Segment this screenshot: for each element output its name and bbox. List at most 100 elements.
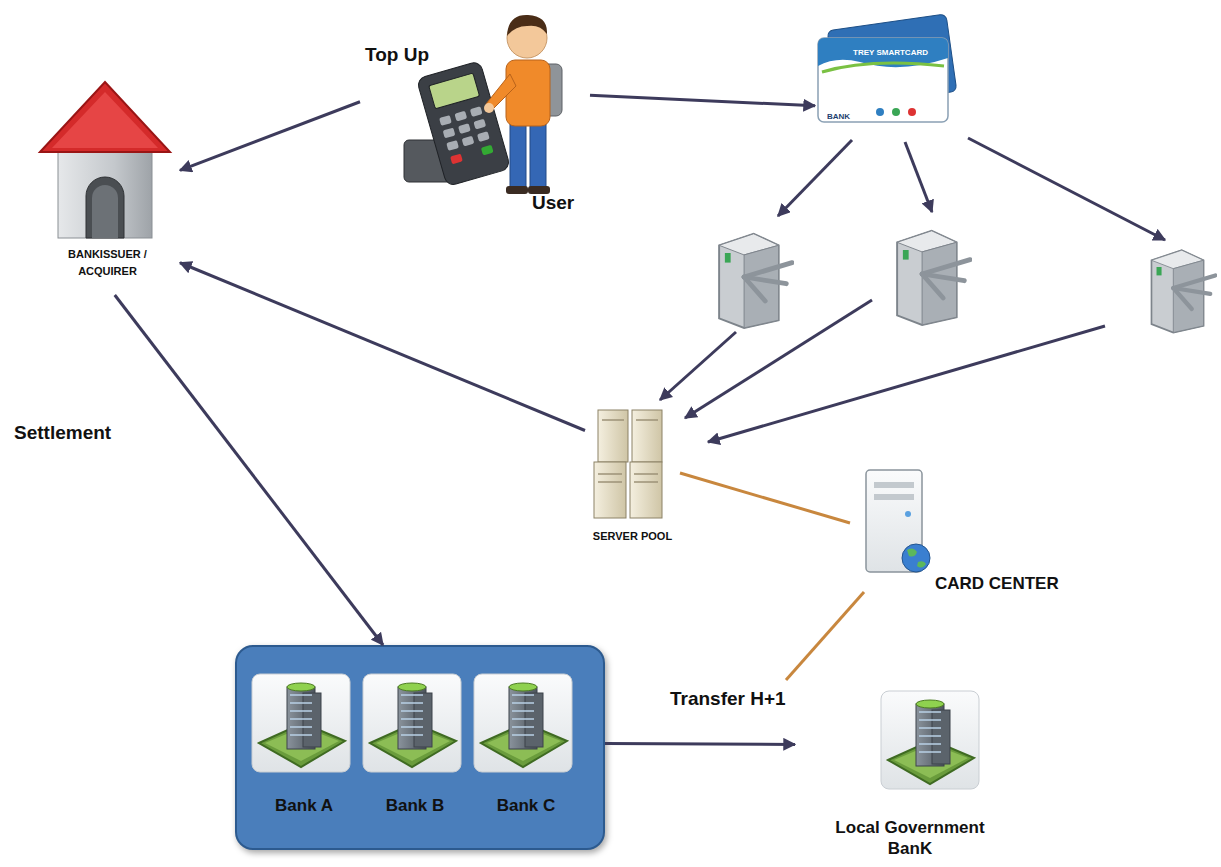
text-holder: TREY SMARTCARD	[853, 48, 928, 58]
flow-arrows	[708, 326, 1105, 442]
smartcard-icon	[818, 14, 957, 122]
connector	[590, 95, 815, 106]
card-center-icon	[907, 548, 926, 567]
server-pool-icon	[598, 481, 622, 483]
user-figure	[507, 15, 547, 36]
server-pool-icon	[598, 410, 628, 462]
gate-icons	[1151, 250, 1215, 332]
pos-terminal-icon	[473, 119, 486, 130]
node-text: Top Up	[365, 43, 429, 67]
text-holder: Bank C	[474, 795, 578, 816]
bank-house-icon	[58, 146, 152, 238]
pos-terminal-icon	[477, 131, 490, 142]
text-holder: BANKISSUER / ACQUIRER	[40, 246, 175, 280]
text-holder: Bank B	[363, 795, 467, 816]
smartcard-icon	[892, 108, 900, 116]
connector	[680, 473, 850, 523]
node-text: Bank A	[252, 795, 356, 816]
text-holder: Bank A	[252, 795, 356, 816]
bank-house-icon	[92, 185, 118, 238]
flow-arrows	[905, 142, 932, 212]
bank-building-icons	[363, 674, 461, 772]
node-text: Bank C	[474, 795, 578, 816]
connector	[115, 295, 383, 645]
leader-line	[786, 592, 864, 680]
connector	[180, 102, 360, 171]
connector	[180, 263, 585, 431]
flow-arrows	[685, 300, 872, 418]
pos-terminal-icon	[416, 61, 510, 187]
pos-terminal-icon	[443, 128, 456, 139]
bank-building-icons	[474, 674, 572, 772]
smartcard-icon	[876, 108, 884, 116]
gate-icons	[719, 231, 1215, 333]
pos-terminal-icon	[439, 106, 490, 151]
pos-terminal-icon	[481, 145, 494, 156]
card-center-icon	[874, 494, 914, 500]
server-pool-icon	[636, 419, 658, 421]
flow-arrows	[968, 138, 1165, 240]
text-holder: Local Government BanK	[825, 817, 995, 860]
node-text: TREY SMARTCARD	[853, 48, 928, 58]
pos-terminal-icon	[416, 61, 510, 187]
bank-house-icon	[52, 92, 158, 148]
leader-line	[786, 592, 864, 680]
gate-icons	[719, 234, 792, 328]
text-holder: SERVER POOL	[590, 529, 675, 545]
label-holder: Transfer H+1	[668, 688, 788, 710]
bank-building-icons	[881, 691, 979, 789]
bank-house-icon	[40, 82, 170, 152]
server-pool-icon	[602, 419, 624, 421]
pos-terminal-icon	[454, 111, 467, 122]
server-pool-icon	[594, 462, 626, 518]
server-pool-icon	[598, 473, 622, 475]
pos-terminal-icon	[439, 115, 452, 126]
pos-terminal-icon	[404, 61, 511, 187]
card-center-icon	[905, 511, 911, 517]
user-figure	[506, 60, 550, 126]
node-text: SERVER POOL	[590, 529, 675, 545]
node-text: Bank B	[363, 795, 467, 816]
text-holder: Top Up	[365, 43, 429, 67]
pos-terminal-icon	[458, 123, 471, 134]
server-pool-icon	[634, 473, 658, 475]
node-text: BANK	[827, 112, 850, 122]
edge-label: Transfer H+1	[668, 688, 788, 710]
bank-building-icons	[252, 674, 350, 772]
bank-house-icon	[86, 177, 124, 238]
server-pool-icon	[630, 462, 662, 518]
user-figure	[506, 186, 528, 194]
connector	[605, 743, 795, 744]
text-holder: CARD CENTER	[935, 573, 1059, 594]
smartcard-icon	[822, 63, 944, 72]
pos-terminal-icon	[450, 154, 463, 165]
user-figure	[530, 120, 546, 188]
flow-arrows	[778, 140, 852, 216]
pos-terminal-icon	[462, 136, 475, 147]
node-text: User	[532, 191, 574, 215]
node-text: BANKISSUER / ACQUIRER	[40, 246, 175, 280]
user-figure	[510, 120, 526, 188]
card-center-icon	[874, 482, 914, 488]
label-holder: Settlement	[12, 422, 113, 444]
smartcard-icon	[908, 108, 916, 116]
gate-icons	[897, 231, 970, 325]
card-center-icon	[866, 470, 930, 572]
pos-terminal-icon	[470, 106, 483, 117]
flow-arrows	[660, 138, 1165, 442]
edge-label: Settlement	[12, 422, 113, 444]
flow-arrows	[660, 332, 736, 400]
text-holder: User	[532, 191, 574, 215]
card-center-icon	[902, 544, 930, 572]
text-holder: BANK	[827, 112, 850, 122]
server-pool-icon	[634, 481, 658, 483]
pos-terminal-icon	[446, 140, 459, 151]
user-figure	[484, 103, 494, 113]
smartcard-icon	[818, 38, 948, 122]
server-pool-icon	[594, 410, 662, 518]
node-text: Local Government BanK	[825, 817, 995, 860]
node-text: CARD CENTER	[935, 573, 1059, 594]
server-pool-icon	[632, 410, 662, 462]
